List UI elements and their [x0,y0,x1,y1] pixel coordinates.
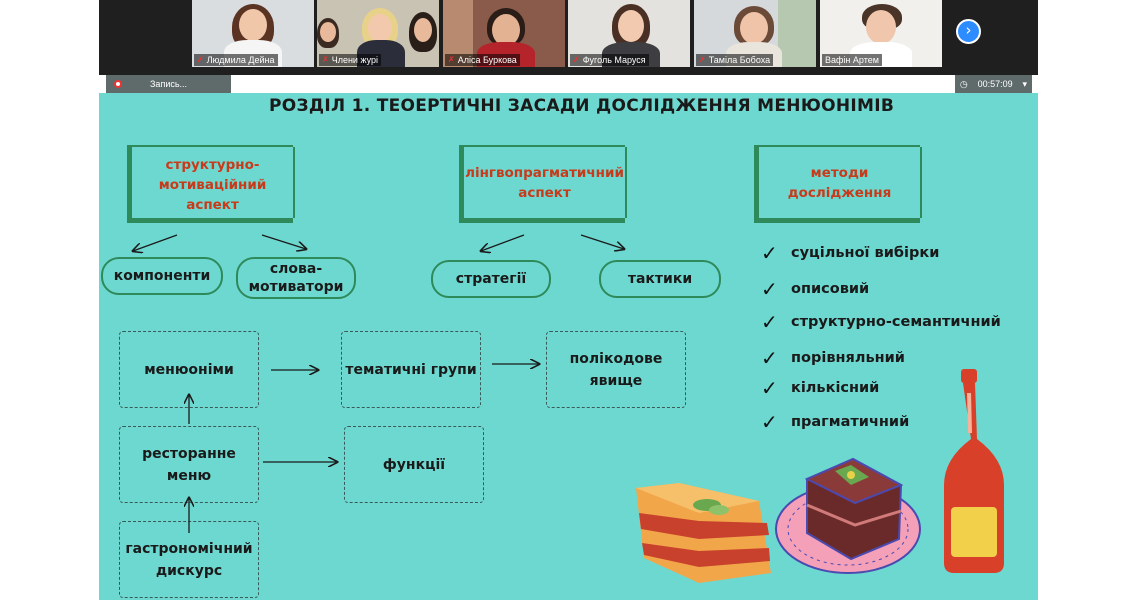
bottle-illustration [944,369,1004,573]
checkmark-icon: ✓ [761,346,778,370]
pill-components: компоненти [101,257,223,295]
method-item: ✓суцільної вибірки [761,241,940,265]
participant-name: ✗Фуголь Маруся [570,54,649,66]
frame-lingvopragmatic-aspect: лінгвопрагматичний аспект [459,145,627,223]
mic-muted-icon: ✗ [699,55,706,64]
checkmark-icon: ✓ [761,376,778,400]
clock-icon: ◷ [959,78,968,89]
pill-strategies: стратегії [431,260,551,298]
participant-tile[interactable]: ✗Фуголь Маруся [568,0,690,67]
cake-illustration [775,457,921,574]
arrow [481,234,525,251]
pill-tactics: тактики [599,260,721,298]
frame-research-methods: методи дослідження [754,145,922,223]
method-item: ✓структурно-семантичний [761,310,1001,334]
participant-tile[interactable]: ✗Члени журі [317,0,439,67]
box-polycode: полікодове явище [546,331,686,408]
checkmark-icon: ✓ [761,277,778,301]
method-item: ✓прагматичний [761,410,910,434]
lasagna-illustration [636,483,771,583]
mic-muted-icon: ✗ [322,55,329,64]
box-restaurant-menu: ресторанне меню [119,426,259,503]
video-strip: ✗Людмила Дейна ✗Члени журі ✗Аліса Бурков… [99,0,1038,75]
participant-tile[interactable]: Вафін Артем [820,0,942,67]
frame-structural-aspect: структурно- мотиваційний аспект [127,145,295,223]
participant-name: ✗Члени журі [319,54,381,66]
left-margin [0,75,99,600]
checkmark-icon: ✓ [761,241,778,265]
participant-name: ✗Таміла Бобоха [696,54,774,66]
participant-name: ✗Людмила Дейна [194,54,278,66]
record-icon [114,80,122,88]
participant-tile[interactable]: ✗Аліса Буркова [443,0,565,67]
slide-title: РОЗДІЛ 1. ТЕОЕРТИЧНІ ЗАСАДИ ДОСЛІДЖЕННЯ … [269,96,895,116]
mic-muted-icon: ✗ [448,55,455,64]
diagram-arrows [99,234,1004,583]
method-item: ✓кількісний [761,376,880,400]
mic-muted-icon: ✗ [197,55,204,64]
meeting-timer[interactable]: ◷ 00:57:09 ▾ [955,75,1032,93]
checkmark-icon: ✓ [761,310,778,334]
participant-tile[interactable]: ✗Таміла Бобоха [694,0,816,67]
chevron-down-icon: ▾ [1022,78,1028,89]
arrow [580,234,624,249]
arrow [133,234,178,251]
method-item: ✓порівняльний [761,346,905,370]
right-margin [1038,75,1140,600]
box-thematic-groups: тематичні групи [341,331,481,408]
recording-indicator[interactable]: Запись... [106,75,231,93]
participant-name: Вафін Артем [822,54,882,66]
participant-name: ✗Аліса Буркова [445,54,520,66]
mic-muted-icon: ✗ [573,55,580,64]
method-item: ✓описовий [761,277,870,301]
checkmark-icon: ✓ [761,410,778,434]
presentation-slide: РОЗДІЛ 1. ТЕОЕРТИЧНІ ЗАСАДИ ДОСЛІДЖЕННЯ … [99,93,1038,600]
participant-tile[interactable]: ✗Людмила Дейна [192,0,314,67]
chevron-right-icon[interactable]: › [956,19,981,44]
pill-motivators: слова- мотиватори [236,257,356,299]
arrow [261,234,306,249]
box-functions: функції [344,426,484,503]
